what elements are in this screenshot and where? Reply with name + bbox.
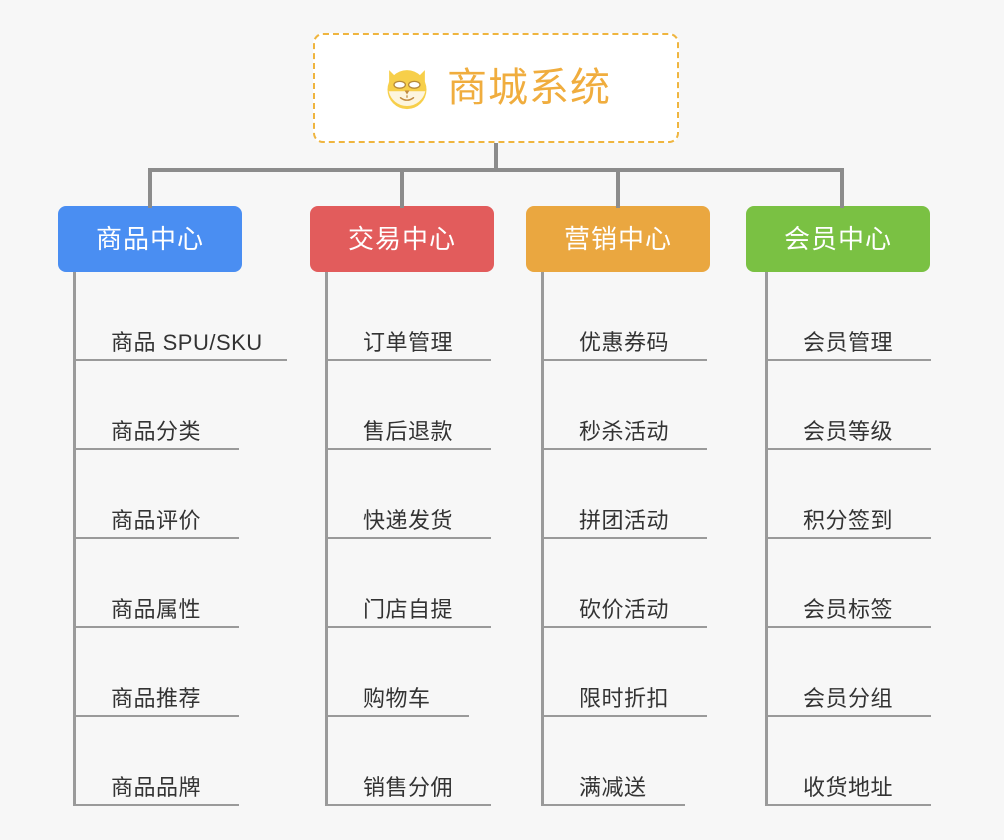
leaf-item[interactable]: 积分签到	[765, 450, 931, 539]
leaf-item[interactable]: 快递发货	[325, 450, 491, 539]
leaf-label: 售后退款	[363, 418, 454, 444]
category-node-1[interactable]: 商品中心	[58, 206, 242, 272]
branch-spine	[765, 272, 768, 806]
shiba-dog-icon	[387, 70, 427, 113]
leaf-label: 拼团活动	[579, 507, 670, 533]
leaf-item[interactable]: 拼团活动	[541, 450, 707, 539]
leaf-label: 砍价活动	[579, 596, 670, 622]
leaf-item[interactable]: 满减送	[541, 717, 685, 806]
leaf-label: 商品品牌	[111, 774, 202, 800]
leaf-item[interactable]: 商品属性	[73, 539, 239, 628]
leaf-item[interactable]: 售后退款	[325, 361, 491, 450]
leaf-item[interactable]: 商品分类	[73, 361, 239, 450]
connector-bus	[148, 168, 844, 172]
leaf-label: 收货地址	[803, 774, 894, 800]
leaf-item[interactable]: 秒杀活动	[541, 361, 707, 450]
root-node[interactable]: 商城系统	[313, 33, 679, 143]
leaf-label: 会员等级	[803, 418, 894, 444]
leaf-label: 优惠券码	[579, 329, 670, 355]
leaf-label: 销售分佣	[363, 774, 454, 800]
leaf-label: 会员标签	[803, 596, 894, 622]
leaf-label: 商品推荐	[111, 685, 202, 711]
branch-spine	[541, 272, 544, 806]
leaf-item[interactable]: 商品推荐	[73, 628, 239, 717]
leaf-item[interactable]: 会员分组	[765, 628, 931, 717]
connector-drop-3	[616, 168, 620, 208]
leaf-label: 商品 SPU/SKU	[111, 329, 263, 355]
leaf-item[interactable]: 会员管理	[765, 272, 931, 361]
category-node-3[interactable]: 营销中心	[526, 206, 710, 272]
leaf-label: 订单管理	[363, 329, 454, 355]
connector-drop-2	[400, 168, 404, 208]
leaf-label: 秒杀活动	[579, 418, 670, 444]
leaf-item[interactable]: 商品品牌	[73, 717, 239, 806]
leaf-item[interactable]: 砍价活动	[541, 539, 707, 628]
category-label: 商品中心	[95, 224, 204, 254]
leaf-label: 商品分类	[111, 418, 202, 444]
leaf-item[interactable]: 会员等级	[765, 361, 931, 450]
leaf-label: 购物车	[363, 685, 431, 711]
leaf-label: 会员管理	[803, 329, 894, 355]
leaf-label: 门店自提	[363, 596, 454, 622]
leaf-item[interactable]: 收货地址	[765, 717, 931, 806]
leaf-item[interactable]: 门店自提	[325, 539, 491, 628]
branch-spine	[73, 272, 76, 806]
leaf-item[interactable]: 优惠券码	[541, 272, 707, 361]
connector-drop-4	[840, 168, 844, 208]
connector-root-stem	[494, 143, 498, 171]
leaf-label: 快递发货	[363, 507, 454, 533]
leaf-item[interactable]: 商品评价	[73, 450, 239, 539]
root-title: 商城系统	[447, 66, 611, 110]
category-label: 交易中心	[347, 224, 456, 254]
category-node-4[interactable]: 会员中心	[746, 206, 930, 272]
leaf-label: 积分签到	[803, 507, 894, 533]
leaf-item[interactable]: 销售分佣	[325, 717, 491, 806]
leaf-item[interactable]: 会员标签	[765, 539, 931, 628]
leaf-label: 满减送	[579, 774, 647, 800]
leaf-label: 限时折扣	[579, 685, 670, 711]
leaf-label: 商品属性	[111, 596, 202, 622]
leaf-item[interactable]: 订单管理	[325, 272, 491, 361]
category-node-2[interactable]: 交易中心	[310, 206, 494, 272]
category-label: 会员中心	[783, 224, 892, 254]
leaf-item[interactable]: 限时折扣	[541, 628, 707, 717]
leaf-item[interactable]: 商品 SPU/SKU	[73, 272, 287, 361]
leaf-item[interactable]: 购物车	[325, 628, 469, 717]
branch-spine	[325, 272, 328, 806]
leaf-label: 会员分组	[803, 685, 894, 711]
category-label: 营销中心	[563, 224, 672, 254]
leaf-label: 商品评价	[111, 507, 202, 533]
connector-drop-1	[148, 168, 152, 208]
